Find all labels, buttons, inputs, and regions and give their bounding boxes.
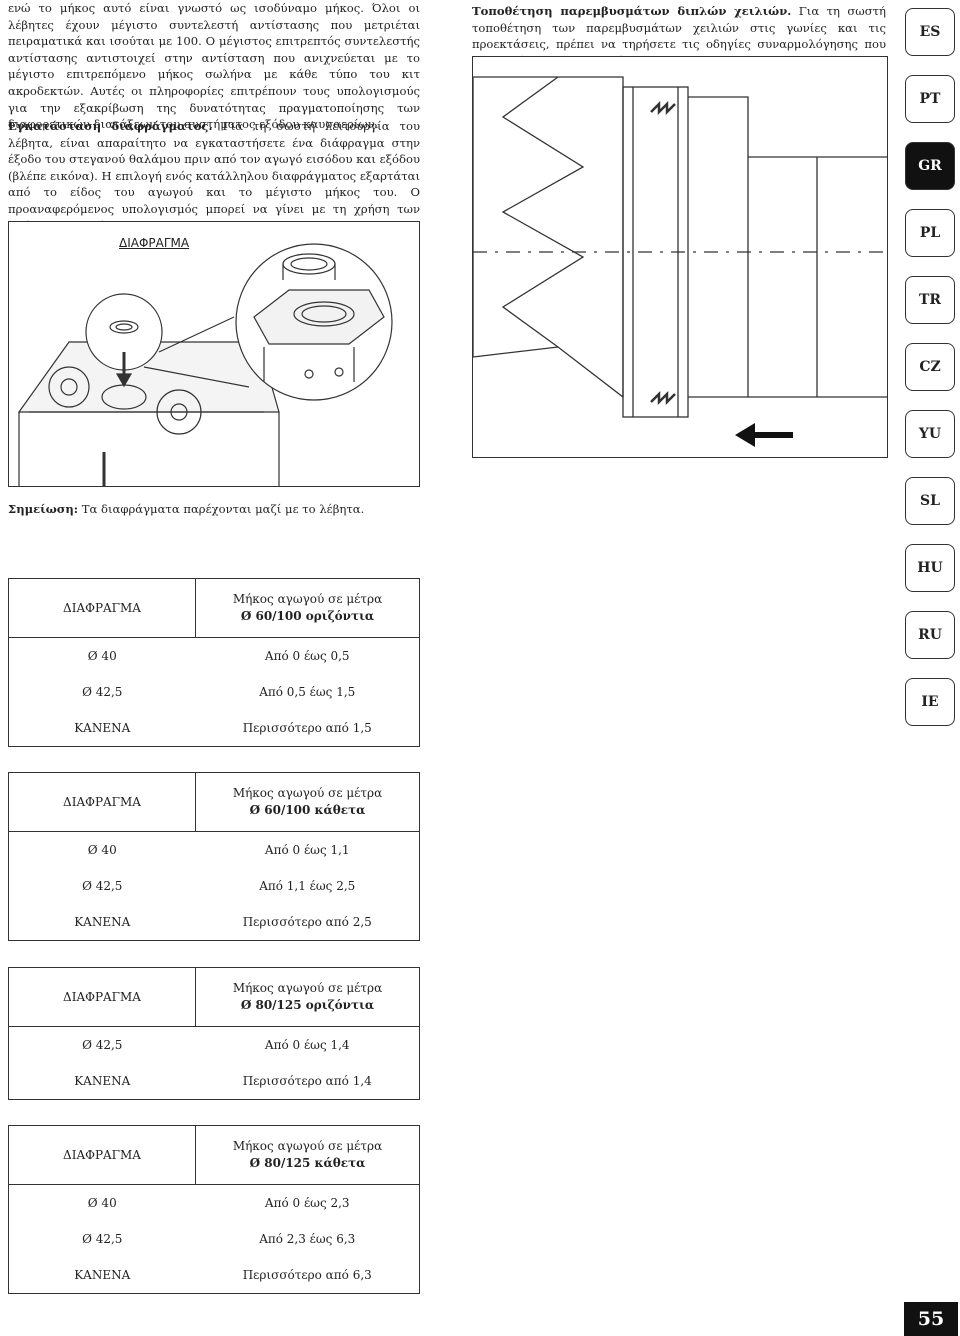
table-header-diaphragm: ΔΙΑΦΡΑΓΜΑ: [8, 772, 196, 832]
install-heading: Εγκατάσταση διαφράγματος.: [8, 119, 213, 133]
diaphragm-label: ΔΙΑΦΡΑΓΜΑ: [119, 236, 190, 250]
intro-paragraph: ενώ το μήκος αυτό είναι γνωστό ως ισοδύν…: [8, 0, 420, 133]
note-heading: Σημείωση:: [8, 502, 79, 516]
language-tab-ie[interactable]: IE: [905, 678, 955, 726]
page-number: 55: [904, 1302, 958, 1336]
fitting-heading: Τοποθέτηση παρεμβυσμάτων διπλών χειλιών.: [472, 4, 792, 18]
note-text: Τα διαφράγματα παρέχονται μαζί με το λέβ…: [78, 502, 365, 516]
language-tab-gr[interactable]: GR: [905, 142, 955, 190]
note: Σημείωση: Τα διαφράγματα παρέχονται μαζί…: [8, 502, 364, 516]
language-tab-hu[interactable]: HU: [905, 544, 955, 592]
language-tab-ru[interactable]: RU: [905, 611, 955, 659]
install-section: Εγκατάσταση διαφράγματος. Για τη σωστή λ…: [8, 118, 420, 234]
seal-fitting-figure: [472, 56, 888, 458]
language-tab-es[interactable]: ES: [905, 8, 955, 56]
pipe-illustration: [473, 76, 887, 447]
language-tab-yu[interactable]: YU: [905, 410, 955, 458]
intro-text: ενώ το μήκος αυτό είναι γνωστό ως ισοδύν…: [8, 1, 420, 132]
diaphragm-figure: ΔΙΑΦΡΑΓΜΑ: [8, 221, 420, 487]
language-tab-pt[interactable]: PT: [905, 75, 955, 123]
boiler-illustration: [17, 243, 393, 486]
table-header-diaphragm: ΔΙΑΦΡΑΓΜΑ: [8, 1125, 196, 1185]
table-header-diaphragm: ΔΙΑΦΡΑΓΜΑ: [8, 578, 196, 638]
language-tab-sl[interactable]: SL: [905, 477, 955, 525]
table-header-diaphragm: ΔΙΑΦΡΑΓΜΑ: [8, 967, 196, 1027]
language-tab-tr[interactable]: TR: [905, 276, 955, 324]
language-tab-cz[interactable]: CZ: [905, 343, 955, 391]
install-text: Για τη σωστή λειτουργία του λέβητα, είνα…: [8, 119, 420, 233]
language-tab-pl[interactable]: PL: [905, 209, 955, 257]
